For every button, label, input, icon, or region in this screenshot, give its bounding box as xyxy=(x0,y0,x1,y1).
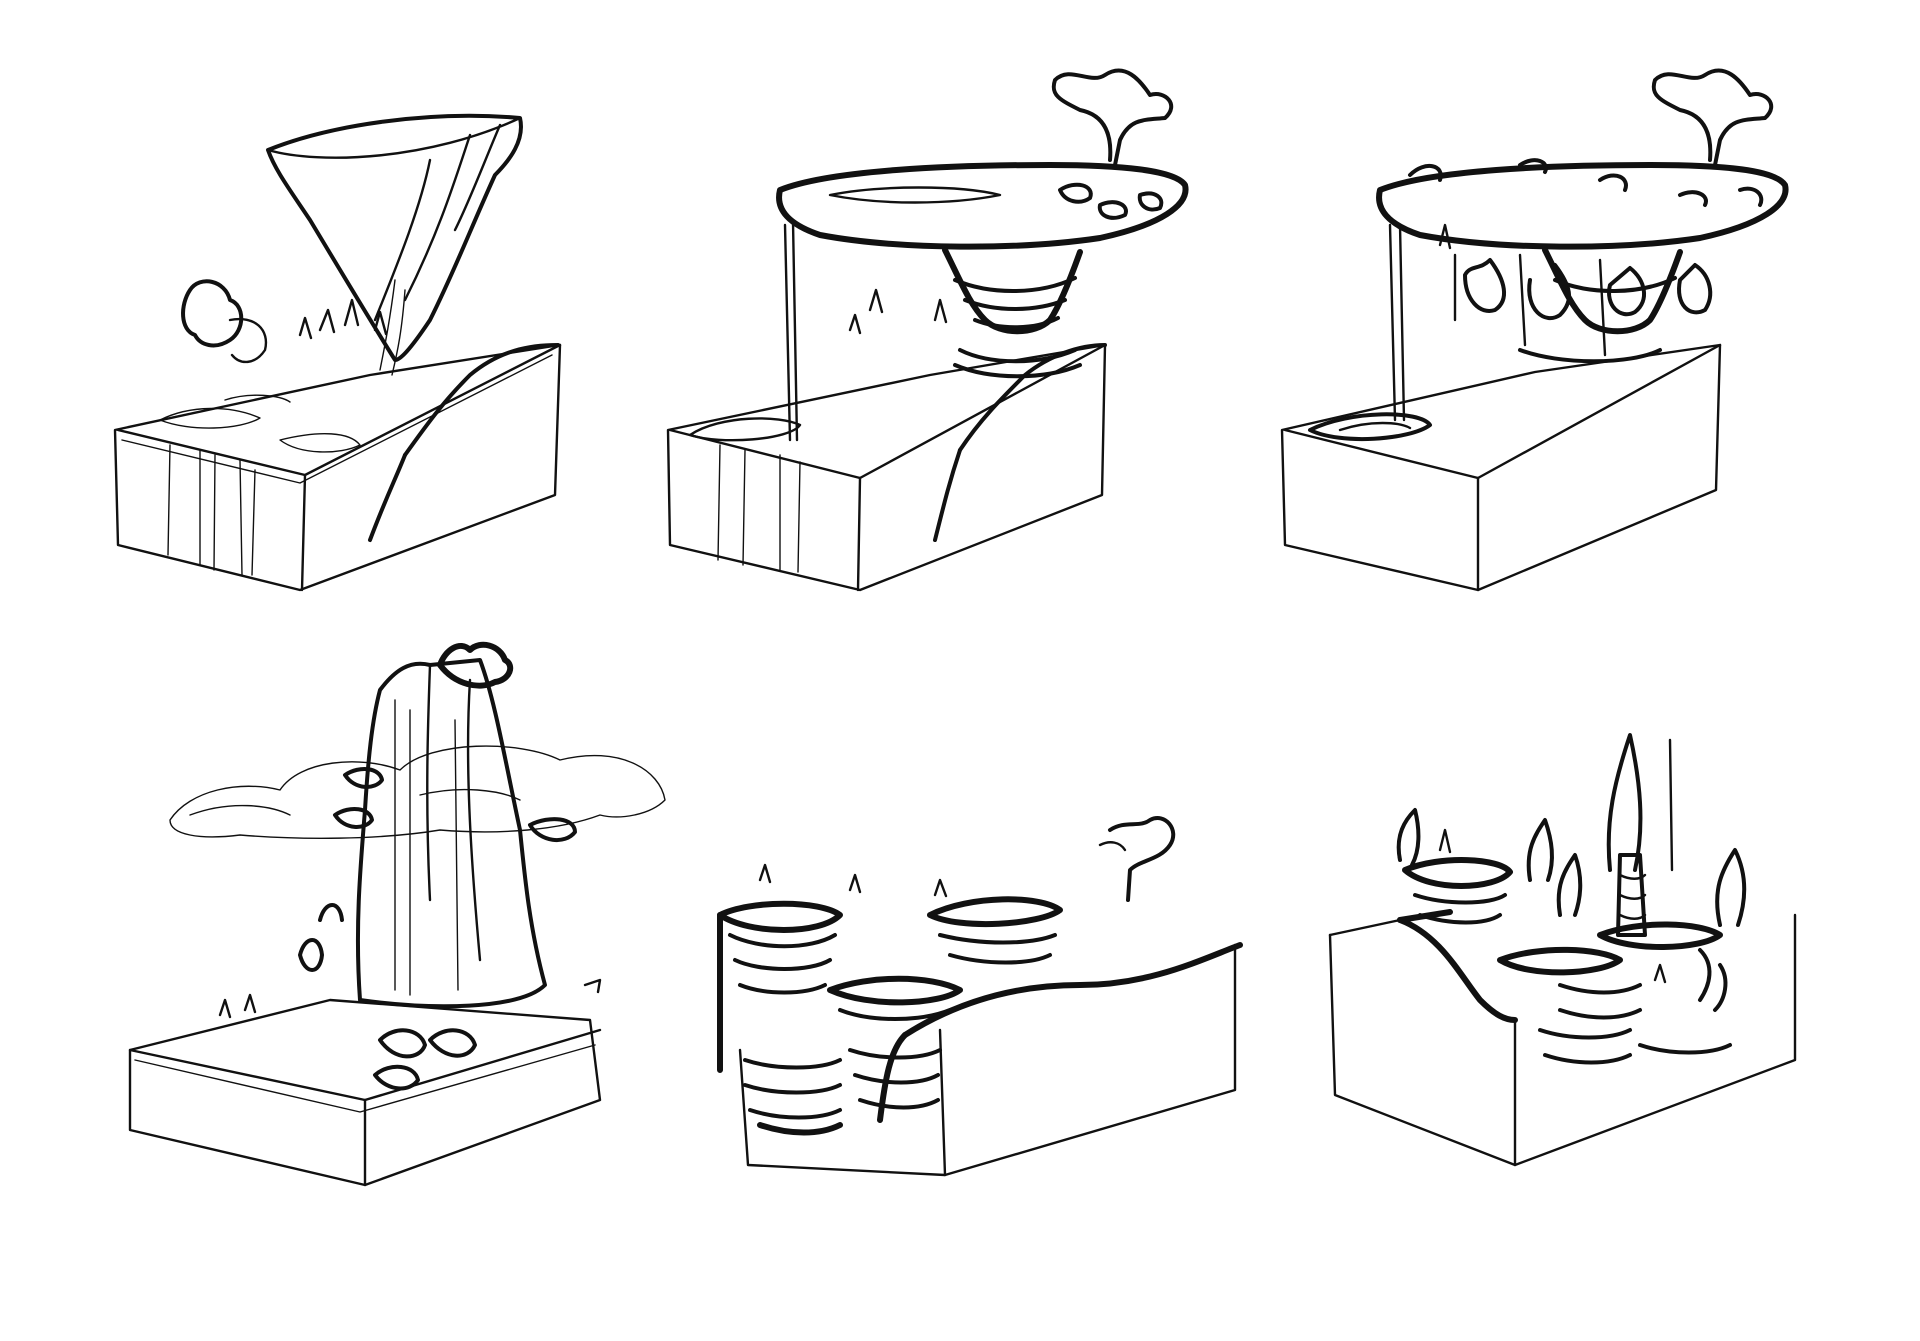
sketch-2-floating-pond-diorama xyxy=(666,68,1189,592)
sketch-4-rock-pillar-diorama xyxy=(128,641,666,1187)
sketch-6-cliff-pools-diorama xyxy=(1328,733,1797,1167)
sketch-3-pond-with-leaves-diorama xyxy=(1280,68,1789,592)
sketch-5-terraced-steps-diorama xyxy=(717,816,1243,1177)
sketch-1-floating-rock-diorama xyxy=(113,113,562,592)
